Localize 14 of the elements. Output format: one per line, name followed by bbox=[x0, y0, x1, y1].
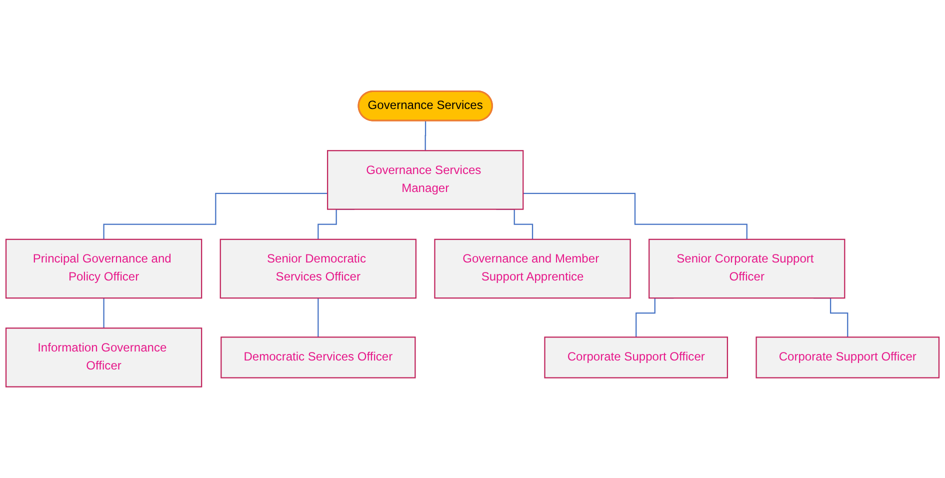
node-box: Senior Corporate Support Officer bbox=[648, 238, 846, 299]
connector bbox=[103, 192, 328, 240]
node-box: Senior Democratic Services Officer bbox=[220, 238, 416, 299]
node-box: Governance Services Manager bbox=[327, 150, 524, 210]
node-box: Information Governance Officer bbox=[5, 328, 202, 388]
connector bbox=[103, 297, 104, 329]
connector bbox=[318, 297, 319, 338]
node-box: Corporate Support Officer bbox=[756, 336, 940, 378]
connector bbox=[424, 120, 426, 152]
node-box: Corporate Support Officer bbox=[544, 336, 728, 378]
node-box: Governance and Member Support Apprentice bbox=[434, 238, 631, 299]
node-box: Democratic Services Officer bbox=[220, 336, 416, 378]
connector bbox=[523, 192, 748, 240]
node-box: Principal Governance and Policy Officer bbox=[5, 238, 202, 299]
